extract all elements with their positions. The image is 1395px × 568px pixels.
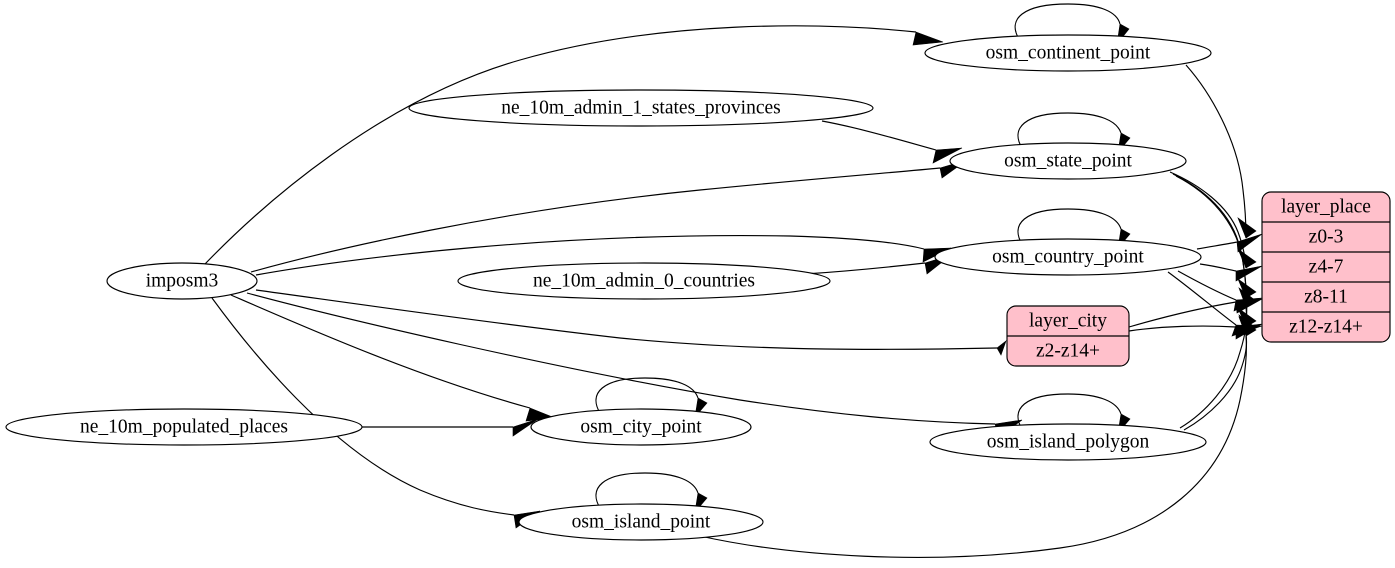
node-ne_10m_populated_places[interactable]: ne_10m_populated_places bbox=[5, 408, 363, 446]
node-osm_city_point[interactable]: osm_city_point bbox=[530, 408, 752, 446]
node-osm_state_point-label: osm_state_point bbox=[1004, 150, 1132, 171]
layer_city-title: layer_city bbox=[1029, 310, 1107, 331]
edge-osm_country_point-to-layer_place-z4_7 bbox=[1199, 263, 1263, 282]
node-layer: imposm3 ne_10m_admin_1_states_provinces … bbox=[5, 34, 1391, 541]
layer_city-row-z2-z14[interactable]: z2-z14+ bbox=[1036, 340, 1100, 361]
layer_place-row-z12-z14[interactable]: z12-z14+ bbox=[1289, 316, 1363, 337]
edge-self-loop-osm_city_point bbox=[595, 377, 708, 418]
edge-imposm3-to-osm_continent_point bbox=[204, 25, 944, 265]
edge-layer bbox=[204, 3, 1263, 558]
node-osm_country_point[interactable]: osm_country_point bbox=[934, 238, 1202, 276]
edge-layer_city-to-layer_place-z12_z14 bbox=[1128, 323, 1263, 340]
node-osm_island_point-label: osm_island_point bbox=[572, 511, 711, 532]
node-osm_country_point-label: osm_country_point bbox=[992, 246, 1144, 267]
edge-imposm3-to-layer_city bbox=[255, 289, 1007, 356]
node-imposm3-label: imposm3 bbox=[146, 270, 219, 291]
layer_place-row-z0-3[interactable]: z0-3 bbox=[1309, 226, 1344, 247]
node-osm_continent_point-label: osm_continent_point bbox=[986, 42, 1151, 63]
edge-imposm3-to-osm_state_point bbox=[250, 159, 968, 273]
node-ne_10m_admin_1_states_provinces-label: ne_10m_admin_1_states_provinces bbox=[501, 97, 780, 118]
node-ne_10m_populated_places-label: ne_10m_populated_places bbox=[80, 416, 288, 437]
node-osm_island_polygon-label: osm_island_polygon bbox=[987, 431, 1150, 452]
edge-osm_island_polygon-to-layer_place-z8_11 bbox=[1179, 287, 1257, 429]
node-osm_island_point[interactable]: osm_island_point bbox=[518, 503, 764, 541]
layer_place-row-z8-11[interactable]: z8-11 bbox=[1304, 286, 1348, 307]
edge-populated_places-to-osm_city_point bbox=[362, 418, 539, 437]
node-imposm3[interactable]: imposm3 bbox=[106, 262, 258, 300]
edge-states_provinces-to-osm_state_point bbox=[821, 120, 963, 164]
node-osm_continent_point[interactable]: osm_continent_point bbox=[924, 34, 1212, 72]
edge-imposm3-to-osm_city_point bbox=[230, 294, 556, 422]
node-osm_city_point-label: osm_city_point bbox=[580, 416, 702, 437]
node-ne_10m_admin_0_countries-label: ne_10m_admin_0_countries bbox=[533, 270, 755, 291]
node-osm_state_point[interactable]: osm_state_point bbox=[949, 142, 1187, 180]
node-layer_city[interactable]: layer_city z2-z14+ bbox=[1006, 305, 1130, 367]
node-osm_island_polygon[interactable]: osm_island_polygon bbox=[929, 423, 1207, 461]
edge-osm_continent_point-to-layer_place-z0_3 bbox=[1185, 64, 1257, 239]
node-ne_10m_admin_1_states_provinces[interactable]: ne_10m_admin_1_states_provinces bbox=[408, 89, 874, 127]
node-layer_place[interactable]: layer_place z0-3 z4-7 z8-11 z12-z14+ bbox=[1261, 191, 1391, 343]
edge-osm_island_point-to-layer_place-z12_z14 bbox=[699, 316, 1257, 558]
node-ne_10m_admin_0_countries[interactable]: ne_10m_admin_0_countries bbox=[457, 262, 831, 300]
edge-osm_country_point-to-layer_place-z0_3 bbox=[1196, 233, 1263, 253]
layer_place-title: layer_place bbox=[1281, 196, 1371, 217]
layer_place-row-z4-7[interactable]: z4-7 bbox=[1309, 256, 1344, 277]
